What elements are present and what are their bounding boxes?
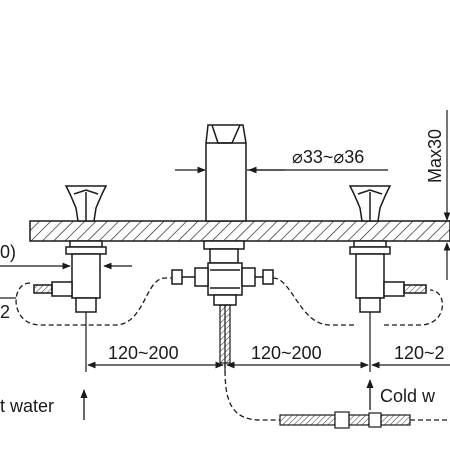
spacing-right-label: 120~2 [394,343,445,363]
dashed-connecting-hoses [15,277,450,421]
hot-water-label: t water [0,396,54,416]
partial-left-paren-label: 0) [0,242,16,262]
bottom-braided-hose [279,411,411,429]
spacing-dimensions [85,305,450,372]
left-handle [33,185,108,313]
spacing-middle-label: 120~200 [251,343,322,363]
partial-left-two-label: 2 [0,302,10,322]
center-valve-body [171,262,274,306]
spout-diameter-label: ⌀33~⌀36 [292,147,364,167]
countertop [29,220,450,242]
max-thickness-dimension [425,110,450,280]
right-handle [348,185,427,313]
max-thickness-label: Max30 [425,129,445,183]
spacing-left-label: 120~200 [108,343,179,363]
cold-water-label: Cold w [380,386,436,406]
center-spout [203,124,247,264]
